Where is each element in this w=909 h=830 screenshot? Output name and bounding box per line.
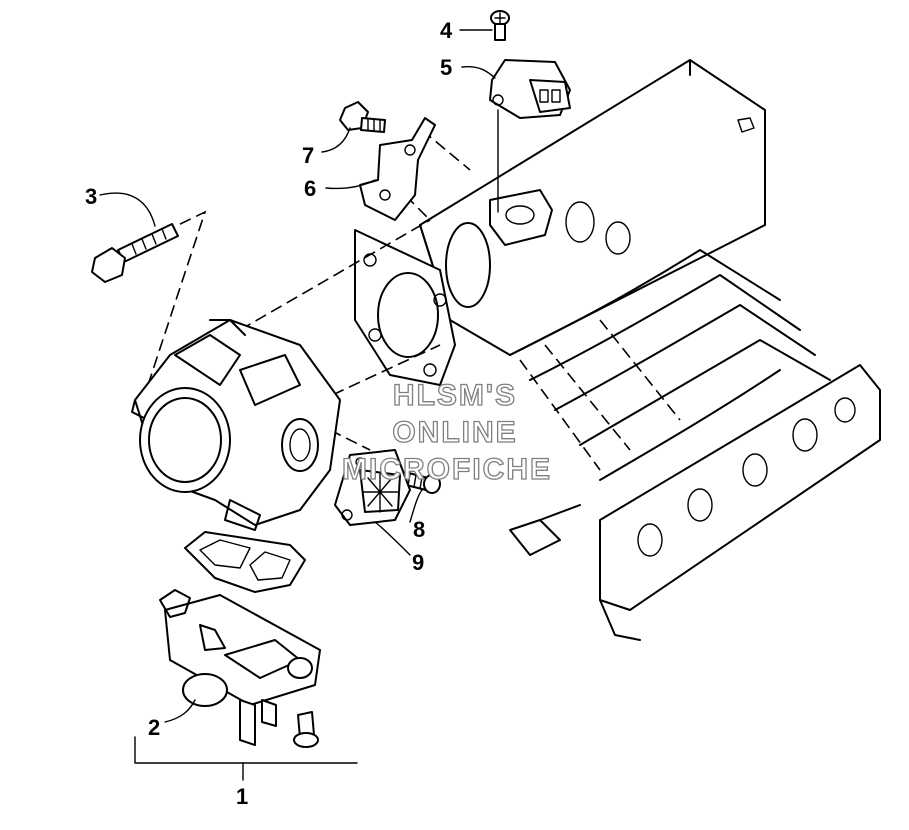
callout-6: 6 (304, 176, 316, 201)
callout-3: 3 (85, 184, 97, 209)
watermark-line-1: HLSM'S (393, 379, 517, 412)
watermark-line-2: ONLINE (392, 416, 517, 449)
callout-5: 5 (440, 55, 452, 80)
sensor-part-5 (489, 59, 571, 119)
idle-air-control-valve (159, 589, 321, 746)
screw-part-4 (490, 10, 510, 41)
bolt-part-3 (91, 223, 179, 283)
callout-4: 4 (440, 18, 453, 43)
callout-7: 7 (302, 143, 314, 168)
callout-8: 8 (413, 517, 425, 542)
iac-screw (293, 711, 319, 748)
callout-9: 9 (412, 550, 424, 575)
callout-2: 2 (148, 715, 160, 740)
callout-labels: 1 2 3 4 5 6 7 8 9 (85, 18, 453, 809)
throttle-body (131, 319, 341, 531)
throttle-gasket (184, 531, 306, 593)
intake-manifold (419, 59, 881, 641)
watermark: HLSM'S ONLINE MICROFICHE (341, 378, 552, 486)
callout-1: 1 (236, 784, 248, 809)
bolt-part-7 (339, 101, 386, 133)
flange-gasket (354, 229, 456, 386)
leader-lines (99, 29, 496, 781)
bracket-part-6 (359, 117, 436, 221)
throttle-position-sensor-part-9 (334, 449, 411, 526)
watermark-line-3: MICROFICHE (342, 453, 552, 486)
